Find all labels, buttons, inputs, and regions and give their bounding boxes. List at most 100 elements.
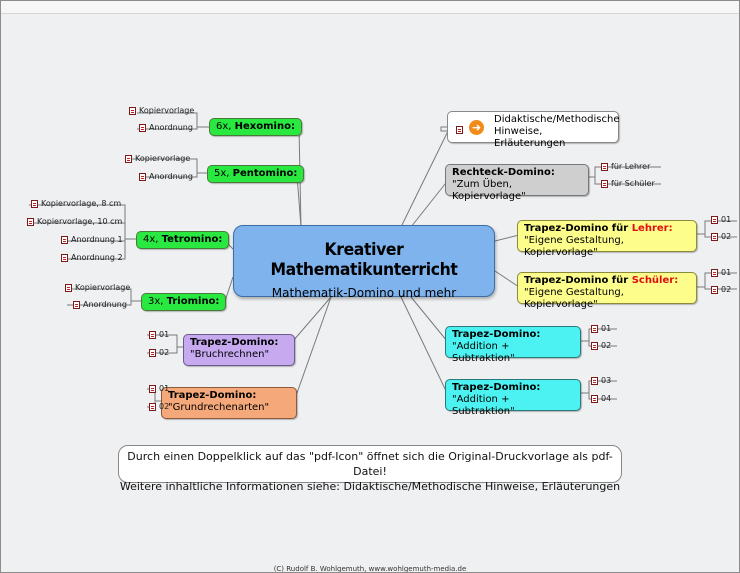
pdf-icon[interactable] xyxy=(711,286,718,294)
didaktik-node[interactable]: ➜ Didaktische/Methodische Hinweise, Erlä… xyxy=(447,111,620,149)
pdf-icon[interactable] xyxy=(591,325,598,333)
note-line2: Weitere inhaltliche Informationen siehe:… xyxy=(119,480,621,493)
pdf-icon[interactable] xyxy=(591,377,598,385)
didaktik-line1: Didaktische/Methodische xyxy=(494,114,620,125)
leaf-label: Anordnung xyxy=(83,300,127,309)
pdf-icon[interactable] xyxy=(65,284,72,292)
addsub1-leaf-02[interactable]: 02 xyxy=(591,341,611,351)
tetromino-count: 4x, xyxy=(143,234,162,245)
leaf-label: Kopiervorlage xyxy=(135,154,191,163)
rechteck-leaf-lehrer[interactable]: für Lehrer xyxy=(601,162,650,172)
addsub-node-1[interactable]: Trapez-Domino: "Addition + Subtraktion" xyxy=(445,326,581,364)
pdf-icon[interactable] xyxy=(139,173,146,181)
addsub2-sub: "Addition + Subtraktion" xyxy=(452,394,515,417)
grund-leaf-02[interactable]: 02 xyxy=(149,402,169,412)
addsub2-leaf-03[interactable]: 03 xyxy=(591,376,611,386)
bruch-leaf-01[interactable]: 01 xyxy=(149,330,169,340)
addsub-node-2[interactable]: Trapez-Domino: "Addition + Subtraktion" xyxy=(445,379,581,417)
rechteck-domino-node[interactable]: Rechteck-Domino: "Zum Üben, Kopiervorlag… xyxy=(445,164,589,202)
addsub1-sub: "Addition + Subtraktion" xyxy=(452,341,515,364)
lehrer-leaf-01[interactable]: 01 xyxy=(711,215,731,225)
triomino-leaf-kopiervorlage[interactable]: Kopiervorlage xyxy=(65,283,130,293)
pdf-icon[interactable] xyxy=(711,216,718,224)
addsub2-leaf-04[interactable]: 04 xyxy=(591,394,611,404)
grundrechenarten-node[interactable]: Trapez-Domino: "Grundrechenarten" xyxy=(161,387,297,419)
pdf-icon[interactable] xyxy=(601,180,608,188)
central-topic[interactable]: Kreativer Mathematikunterricht Mathemati… xyxy=(233,225,495,300)
tetromino-leaf-8cm[interactable]: Kopiervorlage, 8 cm xyxy=(31,199,121,209)
leaf-label: 01 xyxy=(601,324,612,333)
triomino-count: 3x, xyxy=(148,296,167,307)
hexomino-node[interactable]: 6x, Hexomino: xyxy=(209,118,302,136)
leaf-label: Anordnung 2 xyxy=(71,253,123,262)
bruch-leaf-02[interactable]: 02 xyxy=(149,348,169,358)
schueler-title: Trapez-Domino für xyxy=(524,275,632,286)
hexomino-leaf-anordnung[interactable]: Anordnung xyxy=(139,123,193,133)
pdf-icon[interactable] xyxy=(149,349,156,357)
trapez-schueler-node[interactable]: Trapez-Domino für Schüler: "Eigene Gesta… xyxy=(517,272,697,310)
tetromino-name: Tetromino: xyxy=(161,234,223,245)
pdf-icon[interactable] xyxy=(601,163,608,171)
pdf-icon[interactable] xyxy=(73,301,80,309)
pdf-icon[interactable] xyxy=(149,385,156,393)
leaf-label: 01 xyxy=(721,268,732,277)
pdf-icon[interactable] xyxy=(61,236,68,244)
tetromino-leaf-10cm[interactable]: Kopiervorlage, 10 cm xyxy=(27,217,122,227)
pdf-icon[interactable] xyxy=(149,331,156,339)
pdf-icon[interactable] xyxy=(61,254,68,262)
schueler-sub: "Eigene Gestaltung, Kopiervorlage" xyxy=(524,287,624,310)
pdf-icon[interactable] xyxy=(456,126,463,134)
leaf-label: 02 xyxy=(159,402,170,411)
bruch-title: Trapez-Domino: xyxy=(190,337,279,348)
pentomino-node[interactable]: 5x, Pentomino: xyxy=(207,165,305,183)
leaf-label: für Schüler xyxy=(611,179,655,188)
grund-title: Trapez-Domino: xyxy=(168,390,257,401)
pdf-icon[interactable] xyxy=(27,218,34,226)
note-line1: Durch einen Doppelklick auf das "pdf-Ico… xyxy=(127,450,613,478)
lehrer-leaf-02[interactable]: 02 xyxy=(711,232,731,242)
pentomino-count: 5x, xyxy=(214,168,233,179)
rechteck-leaf-schueler[interactable]: für Schüler xyxy=(601,179,655,189)
hexomino-leaf-kopiervorlage[interactable]: Kopiervorlage xyxy=(129,106,194,116)
pentomino-leaf-kopiervorlage[interactable]: Kopiervorlage xyxy=(125,154,190,164)
pdf-icon[interactable] xyxy=(711,269,718,277)
addsub1-leaf-01[interactable]: 01 xyxy=(591,324,611,334)
tetromino-node[interactable]: 4x, Tetromino: xyxy=(136,231,230,249)
pdf-icon[interactable] xyxy=(125,155,132,163)
leaf-label: Anordnung xyxy=(149,123,193,132)
bruchrechnen-node[interactable]: Trapez-Domino: "Bruchrechnen" xyxy=(183,334,295,366)
pdf-icon[interactable] xyxy=(711,233,718,241)
leaf-label: 01 xyxy=(721,215,732,224)
pdf-icon[interactable] xyxy=(139,124,146,132)
leaf-label: 01 xyxy=(159,384,170,393)
leaf-label: 02 xyxy=(159,348,170,357)
leaf-label: für Lehrer xyxy=(611,162,651,171)
pentomino-name: Pentomino: xyxy=(232,168,298,179)
pdf-icon[interactable] xyxy=(31,200,38,208)
central-subtitle: Mathematik-Domino und mehr xyxy=(271,286,457,300)
lehrer-sub: "Eigene Gestaltung, Kopiervorlage" xyxy=(524,235,624,258)
triomino-node[interactable]: 3x, Triomino: xyxy=(141,293,227,311)
schueler-leaf-02[interactable]: 02 xyxy=(711,285,731,295)
pdf-icon[interactable] xyxy=(129,107,136,115)
leaf-label: Kopiervorlage, 10 cm xyxy=(37,217,123,226)
leaf-label: 04 xyxy=(601,394,612,403)
leaf-label: Anordnung xyxy=(149,172,193,181)
pentomino-leaf-anordnung[interactable]: Anordnung xyxy=(139,172,193,182)
pdf-icon[interactable] xyxy=(149,403,156,411)
trapez-lehrer-node[interactable]: Trapez-Domino für Lehrer: "Eigene Gestal… xyxy=(517,220,697,258)
leaf-label: Kopiervorlage, 8 cm xyxy=(41,199,122,208)
grund-leaf-01[interactable]: 01 xyxy=(149,384,169,394)
tetromino-leaf-anordnung1[interactable]: Anordnung 1 xyxy=(61,235,123,245)
hexomino-name: Hexomino: xyxy=(234,121,295,132)
arrow-right-icon[interactable]: ➜ xyxy=(469,120,484,135)
tetromino-leaf-anordnung2[interactable]: Anordnung 2 xyxy=(61,253,123,263)
triomino-leaf-anordnung[interactable]: Anordnung xyxy=(73,300,127,310)
central-title: Kreativer Mathematikunterricht xyxy=(270,240,458,280)
schueler-leaf-01[interactable]: 01 xyxy=(711,268,731,278)
pdf-icon[interactable] xyxy=(591,342,598,350)
pdf-icon[interactable] xyxy=(591,395,598,403)
rechteck-title: Rechteck-Domino: xyxy=(452,167,555,178)
leaf-label: 02 xyxy=(721,285,732,294)
